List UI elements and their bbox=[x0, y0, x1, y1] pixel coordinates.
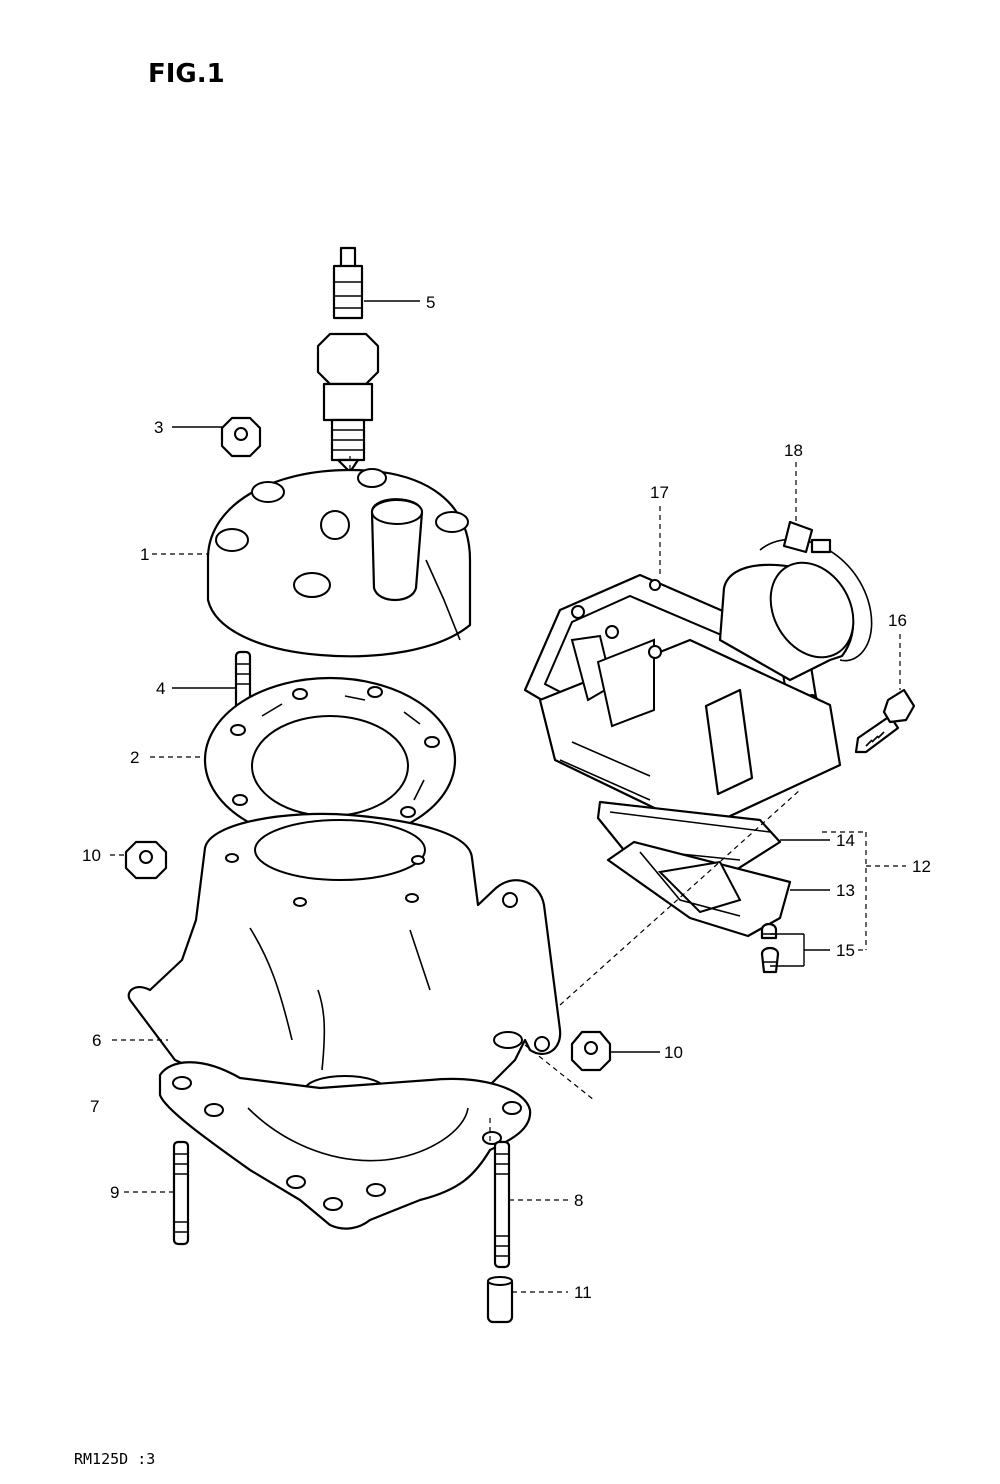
base-gasket-part bbox=[158, 1061, 532, 1230]
bolt-part-16 bbox=[854, 688, 916, 754]
spark-plug-part bbox=[316, 246, 380, 474]
callout-5: 5 bbox=[426, 293, 435, 312]
callout-14: 14 bbox=[836, 831, 855, 850]
footer-model-code: RM125D :3 bbox=[74, 1450, 155, 1468]
reed-valve-assembly-part bbox=[523, 520, 873, 832]
callout-2: 2 bbox=[130, 748, 139, 767]
callout-3: 3 bbox=[154, 418, 163, 437]
callout-8: 8 bbox=[574, 1191, 583, 1210]
callout-9: 9 bbox=[110, 1183, 119, 1202]
stopper-plate-part bbox=[606, 840, 792, 938]
figure-title: FIG.1 bbox=[148, 59, 225, 89]
callout-13: 13 bbox=[836, 881, 855, 900]
callout-10-right: 10 bbox=[664, 1043, 683, 1062]
callout-17: 17 bbox=[650, 483, 669, 502]
nut-part-3 bbox=[220, 416, 262, 458]
callout-6: 6 bbox=[92, 1031, 101, 1050]
callout-18: 18 bbox=[784, 441, 803, 460]
screw-part-15 bbox=[760, 922, 780, 974]
callout-10-left: 10 bbox=[82, 846, 101, 865]
callout-11: 11 bbox=[574, 1283, 592, 1302]
callout-1: 1 bbox=[140, 545, 149, 564]
callout-7: 7 bbox=[90, 1097, 99, 1116]
stud-part-9 bbox=[172, 1140, 190, 1246]
head-gasket-part bbox=[203, 676, 457, 844]
callout-16: 16 bbox=[888, 611, 907, 630]
nut-part-10-right bbox=[570, 1030, 612, 1072]
stud-part-8 bbox=[493, 1140, 511, 1269]
dowel-pin-part bbox=[486, 1276, 514, 1324]
leader-lines bbox=[110, 300, 906, 1293]
nut-part-10-left bbox=[124, 840, 168, 880]
callout-labels: 5 3 1 4 2 10 6 7 9 8 11 10 12 13 14 15 1… bbox=[82, 293, 931, 1302]
callout-15: 15 bbox=[836, 941, 855, 960]
callout-12: 12 bbox=[912, 857, 931, 876]
cylinder-head-part bbox=[206, 468, 472, 658]
callout-4: 4 bbox=[156, 679, 165, 698]
